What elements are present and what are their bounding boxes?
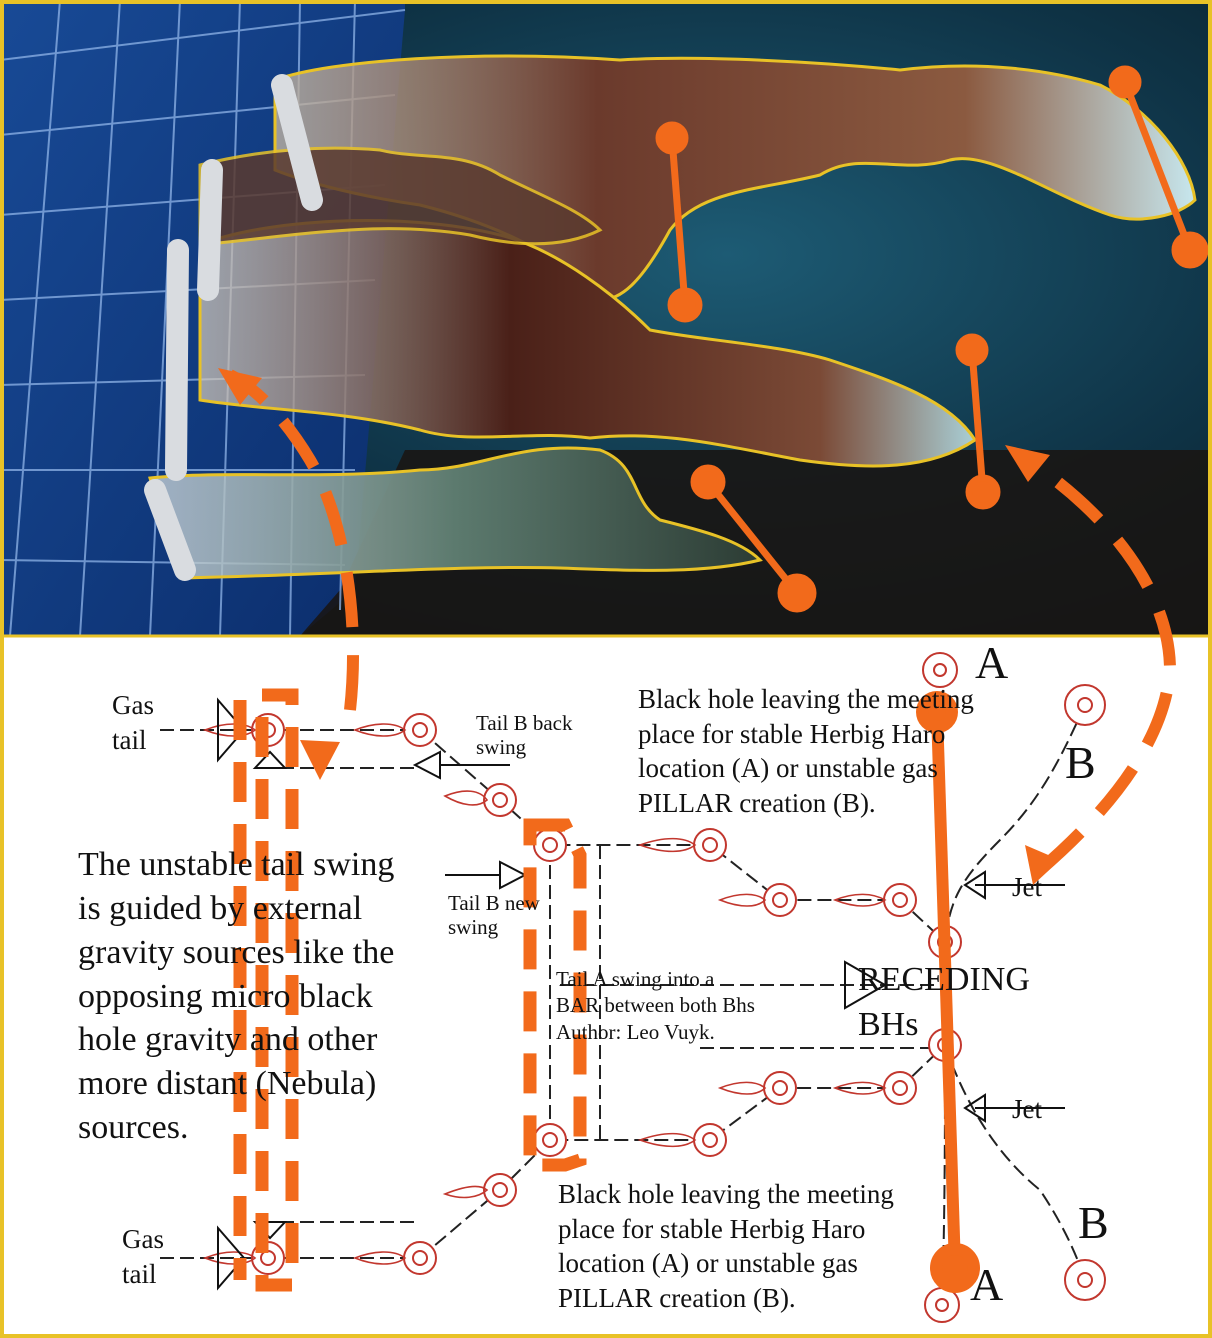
black-hole-top-caption: Black hole leaving the meeting place for… bbox=[638, 682, 974, 820]
node-ring bbox=[925, 1288, 959, 1322]
node-ring bbox=[534, 829, 566, 861]
node-ring bbox=[404, 714, 436, 746]
black-hole-bottom-caption: Black hole leaving the meeting place for… bbox=[558, 1177, 894, 1315]
node-ring bbox=[484, 1174, 516, 1206]
unstable-tail-caption: The unstable tail swing is guided by ext… bbox=[78, 843, 394, 1150]
node-ring bbox=[404, 1242, 436, 1274]
node-ring bbox=[694, 829, 726, 861]
gas-tail-bottom-label: Gas tail bbox=[122, 1222, 164, 1291]
node-ring bbox=[484, 784, 516, 816]
node-ring bbox=[1065, 685, 1105, 725]
node-ring bbox=[884, 1072, 916, 1104]
letter-b-bottom: B bbox=[1078, 1200, 1109, 1246]
node-ring bbox=[694, 1124, 726, 1156]
node-ring bbox=[764, 1072, 796, 1104]
letter-b-top: B bbox=[1065, 740, 1096, 786]
gas-tail-top-label: Gas tail bbox=[112, 688, 154, 757]
letter-a-bottom: A bbox=[970, 1262, 1003, 1308]
jet-bottom-label: Jet bbox=[1012, 1092, 1042, 1127]
node-ring bbox=[1065, 1260, 1105, 1300]
tail-a-swing-caption: Tail A swing into a BAR between both Bhs… bbox=[556, 966, 755, 1045]
node-ring bbox=[534, 1124, 566, 1156]
node-ring bbox=[764, 884, 796, 916]
tail-b-back-swing-label: Tail B back swing bbox=[476, 712, 573, 759]
bhs-label: BHs bbox=[858, 1003, 918, 1047]
node-ring bbox=[884, 884, 916, 916]
tail-b-new-swing-label: Tail B new swing bbox=[448, 892, 540, 939]
jet-top-label: Jet bbox=[1012, 870, 1042, 905]
receding-label: RECEDING bbox=[858, 958, 1030, 1002]
letter-a-top: A bbox=[975, 640, 1008, 686]
nebula-photo-panel bbox=[0, 0, 1212, 636]
